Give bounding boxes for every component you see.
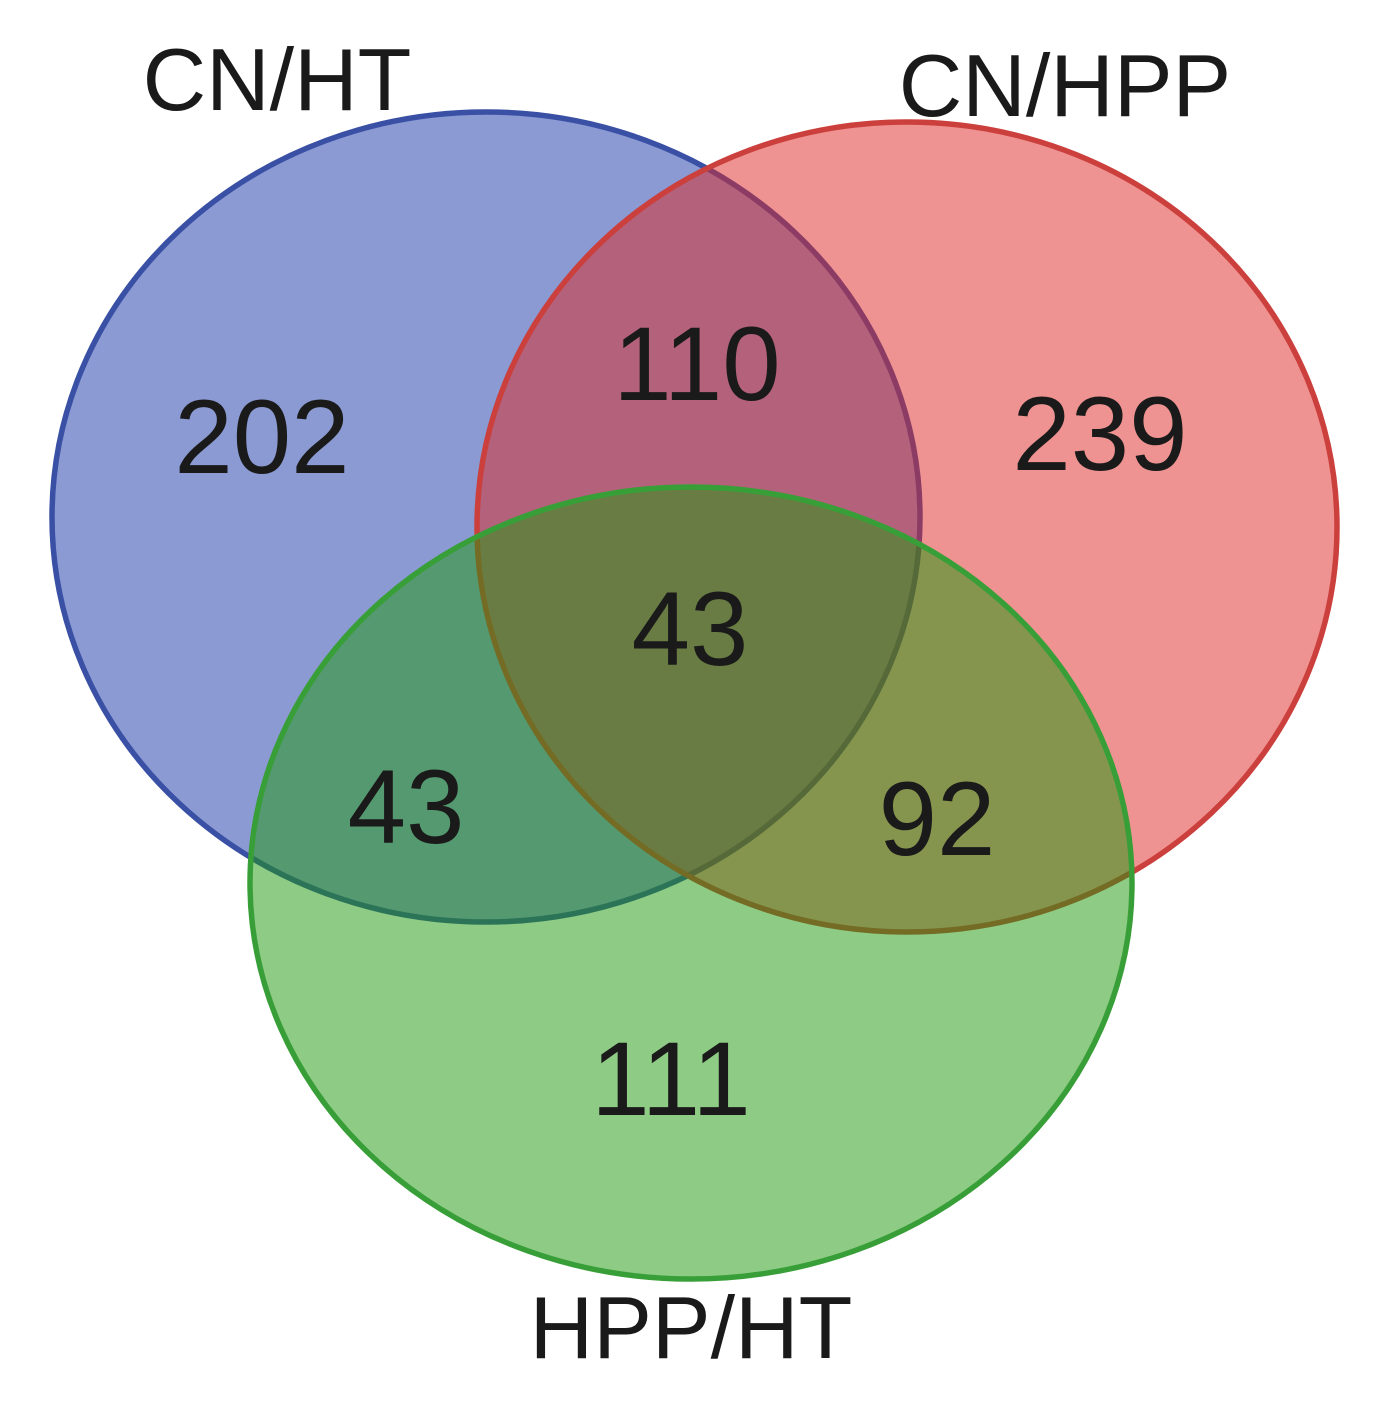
region-value-triple-center: 43	[632, 571, 749, 688]
region-value-cn-hpp-hpp-ht: 92	[879, 761, 996, 878]
set-label-cn-ht: CN/HT	[143, 30, 412, 129]
region-value-cn-ht-cn-hpp: 110	[613, 306, 780, 423]
set-circle-hpp-ht	[247, 484, 1135, 1282]
set-label-hpp-ht: HPP/HT	[530, 1278, 853, 1377]
region-value-cn-ht-hpp-ht: 43	[348, 749, 465, 866]
set-label-cn-hpp: CN/HPP	[899, 36, 1232, 135]
region-value-cn-hpp-only: 239	[1012, 376, 1187, 493]
region-value-hpp-ht-only: 111	[591, 1021, 751, 1138]
region-value-cn-ht-only: 202	[174, 379, 349, 496]
